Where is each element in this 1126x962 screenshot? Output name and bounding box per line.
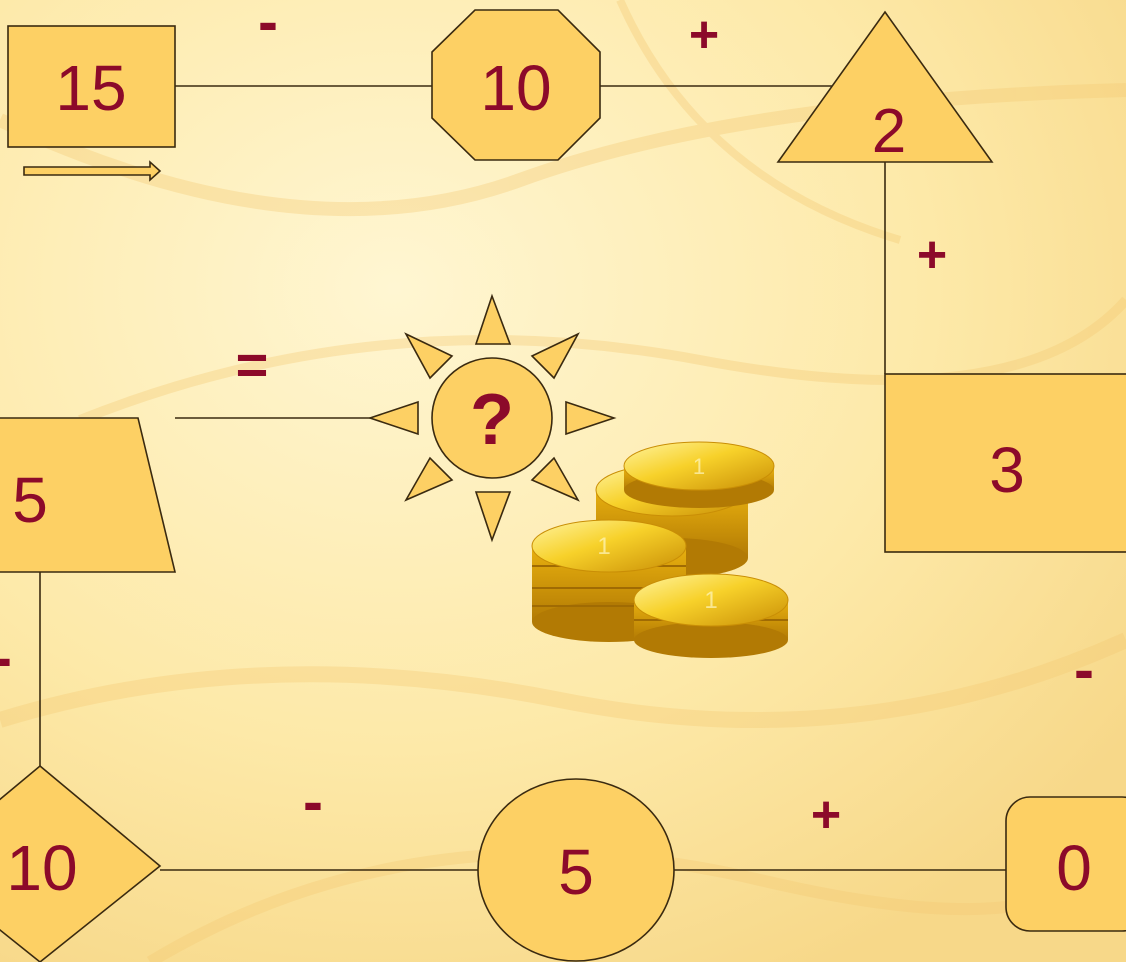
node-value: 3 xyxy=(989,434,1025,506)
node-roundrect-bottom-right: 0 xyxy=(1006,797,1126,931)
node-value: 15 xyxy=(55,52,126,124)
node-value: 5 xyxy=(12,464,48,536)
node-value: 5 xyxy=(558,836,594,908)
svg-text:1: 1 xyxy=(693,454,705,479)
node-rect-top-left: 15 xyxy=(8,26,175,147)
node-rect-right: 3 xyxy=(885,374,1126,552)
coin-stack-right: 1 xyxy=(634,574,788,658)
node-octagon-top: 10 xyxy=(432,10,600,160)
node-value: 2 xyxy=(872,97,906,166)
operator-bottom-left: - xyxy=(303,768,323,835)
operator-right-upper: + xyxy=(917,226,947,284)
operator-bottom-right: + xyxy=(811,786,841,844)
node-value: 10 xyxy=(480,52,551,124)
operator-left: - xyxy=(0,624,12,691)
node-value: 10 xyxy=(6,832,77,904)
operator-top-left: - xyxy=(258,0,278,55)
operator-top-right: + xyxy=(689,6,719,64)
sun-question-mark: ? xyxy=(470,380,514,460)
node-value: 0 xyxy=(1056,832,1092,904)
svg-text:1: 1 xyxy=(704,587,717,614)
operator-right-lower: - xyxy=(1074,636,1094,703)
svg-text:1: 1 xyxy=(597,533,610,560)
coin-stack-top: 1 xyxy=(624,442,774,508)
node-circle-bottom: 5 xyxy=(478,779,674,961)
operator-equals: = xyxy=(236,333,269,396)
